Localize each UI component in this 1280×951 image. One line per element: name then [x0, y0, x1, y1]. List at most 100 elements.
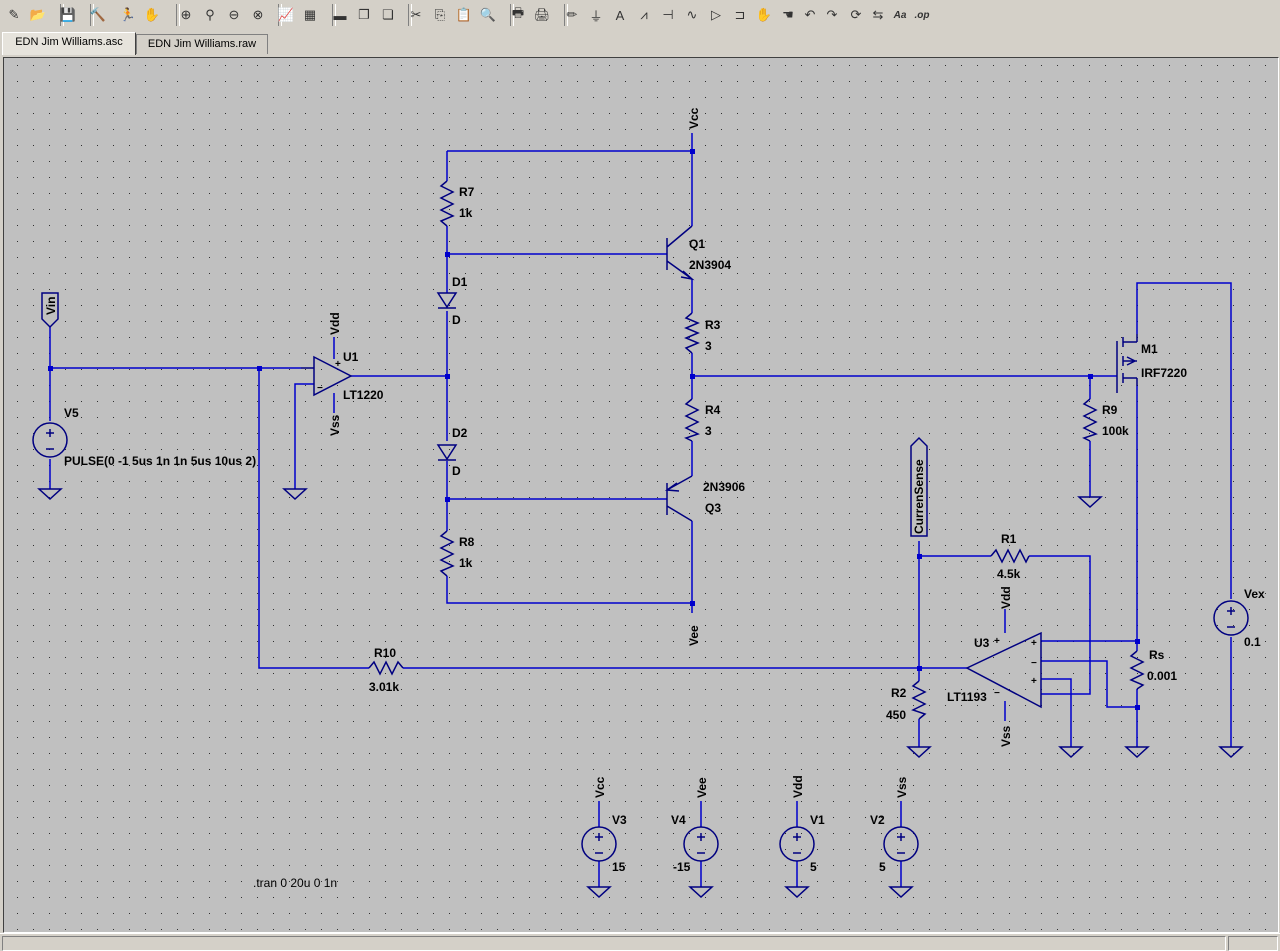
new-schematic-icon[interactable]: ✎: [8, 7, 20, 22]
rotate-icon[interactable]: ⟳: [850, 7, 862, 22]
redo-icon[interactable]: ↷: [826, 7, 838, 22]
label-net-icon[interactable]: A: [615, 7, 625, 23]
u1-plus-mark: +: [335, 359, 341, 370]
q1-npn-transistor[interactable]: [666, 225, 695, 281]
run-icon[interactable]: 🏃: [119, 7, 137, 22]
zoom-in-icon[interactable]: ⊕: [180, 7, 192, 22]
v5-ref: V5: [64, 406, 79, 420]
vdd-u3-label: Vdd: [999, 586, 1013, 609]
toolbar-separator: [564, 4, 568, 26]
tab-raw[interactable]: EDN Jim Williams.raw: [136, 34, 268, 54]
undo-icon[interactable]: ↶: [804, 7, 816, 22]
r10-ref: R10: [374, 646, 396, 660]
tile-vertical-icon[interactable]: ❏: [382, 7, 394, 22]
u3-supply-plus-mark: +: [994, 636, 1000, 647]
r2-ref: R2: [891, 686, 907, 700]
vex-ref: Vex: [1244, 587, 1265, 601]
resistor-icon[interactable]: ⩘: [640, 7, 648, 22]
cut-icon[interactable]: ✂: [410, 7, 422, 22]
d1-diode[interactable]: [436, 292, 458, 309]
r9-resistor[interactable]: [1082, 398, 1098, 442]
u3-ref: U3: [974, 636, 990, 650]
find-icon[interactable]: 🔍: [479, 7, 497, 22]
current-sense-flag[interactable]: [910, 436, 928, 537]
ground-v5: [37, 488, 63, 501]
v2-source-symbol[interactable]: [883, 826, 919, 862]
move-icon[interactable]: ✋: [755, 7, 773, 22]
v2-ref: V2: [870, 813, 885, 827]
ground-icon[interactable]: ⏚: [589, 8, 603, 24]
inductor-icon[interactable]: ∿: [686, 7, 698, 22]
halt-icon[interactable]: ✋: [143, 7, 161, 22]
vex-value: 0.1: [1244, 635, 1261, 649]
r8-resistor[interactable]: [439, 530, 455, 577]
r2-resistor[interactable]: [911, 680, 927, 720]
grid-icon[interactable]: ▦: [303, 7, 317, 22]
spice-directive-icon[interactable]: .op: [914, 9, 930, 21]
junction-dots: [48, 149, 1140, 710]
tab-asc[interactable]: EDN Jim Williams.asc: [2, 32, 136, 55]
control-panel-icon[interactable]: 🔨: [89, 7, 107, 22]
r3-ref: R3: [705, 318, 721, 332]
dot-grid: [4, 58, 1278, 932]
document-tab-bar: EDN Jim Williams.asc EDN Jim Williams.ra…: [0, 32, 1280, 55]
u1-opamp-symbol[interactable]: [313, 355, 353, 397]
diode-icon[interactable]: ▷: [711, 7, 721, 22]
zoom-out-icon[interactable]: ⊖: [228, 7, 240, 22]
v1-value: 5: [810, 860, 817, 874]
zoom-fit-icon[interactable]: ⊗: [252, 7, 264, 22]
vee-v4-label: Vee: [695, 777, 709, 798]
v3-source-symbol[interactable]: [581, 826, 617, 862]
vex-source-symbol[interactable]: [1213, 600, 1249, 636]
r10-resistor[interactable]: [368, 660, 404, 676]
open-icon[interactable]: 📂: [29, 7, 47, 22]
v5-source-symbol[interactable]: [32, 422, 68, 458]
q3-pnp-transistor[interactable]: [664, 475, 693, 522]
rs-resistor[interactable]: [1129, 650, 1145, 690]
toolbar-separator: [510, 4, 514, 26]
r3-value: 3: [705, 339, 712, 353]
toolbar: ✎ 📂 💾 🔨 🏃 ✋ ⊕ ⚲ ⊖ ⊗ 📈 ▦ ▬ ❐ ❏ ✂ ⎘ 📋 🔍 🖶 🖨 ✏ ⏚ A ⩘ ⊣ ∿ ▷ ⊐ ✋ ☚ ↶ ↷ ⟳ ⇆ Aa .op: [0, 0, 1280, 33]
v1-source-symbol[interactable]: [779, 826, 815, 862]
copy-icon[interactable]: ⎘: [434, 7, 446, 22]
toolbar-separator: [278, 4, 282, 26]
vin-label: Vin: [44, 297, 58, 315]
v4-source-symbol[interactable]: [683, 826, 719, 862]
v3-value: 15: [612, 860, 626, 874]
save-icon[interactable]: 💾: [59, 7, 77, 22]
wire-icon[interactable]: ✏: [566, 7, 578, 22]
u1-ref: U1: [343, 350, 359, 364]
mirror-icon[interactable]: ⇆: [872, 7, 884, 22]
vcc-v3-label: Vcc: [593, 776, 607, 798]
ground-v4: [688, 886, 714, 899]
r3-resistor[interactable]: [684, 312, 700, 354]
drag-icon[interactable]: ☚: [782, 7, 794, 22]
v5-polarity-marks: [46, 429, 54, 450]
pan-icon[interactable]: ⚲: [205, 7, 215, 22]
capacitor-icon[interactable]: ⊣: [662, 7, 674, 22]
r4-value: 3: [705, 424, 712, 438]
q3-ref: Q3: [705, 501, 721, 515]
component-icon[interactable]: ⊐: [734, 7, 746, 22]
d2-diode[interactable]: [436, 444, 458, 461]
current-sense-label: CurrenSense: [912, 459, 926, 534]
rs-ref: Rs: [1149, 648, 1165, 662]
r4-resistor[interactable]: [684, 398, 700, 442]
r1-resistor[interactable]: [990, 548, 1030, 564]
schematic-canvas[interactable]: + − + − + + − Vin Vcc Vee Vdd Vss Vdd Vs…: [3, 57, 1279, 933]
v4-value: -15: [673, 860, 691, 874]
v2-value: 5: [879, 860, 886, 874]
tile-horizontal-icon[interactable]: ▬: [333, 7, 347, 23]
schematic-drawing[interactable]: + − + − + + − Vin Vcc Vee Vdd Vss Vdd Vs…: [4, 58, 1278, 932]
u3-opamp-symbol[interactable]: [965, 631, 1042, 709]
autorange-icon[interactable]: 📈: [277, 7, 295, 22]
vin-flag[interactable]: [41, 292, 59, 329]
paste-icon[interactable]: 📋: [455, 7, 473, 22]
print-preview-icon[interactable]: 🖶: [511, 5, 525, 20]
text-icon[interactable]: Aa: [893, 9, 907, 21]
m1-mosfet[interactable]: [1116, 334, 1138, 393]
spice-directive[interactable]: .tran 0 20u 0 1n: [253, 876, 337, 890]
r7-resistor[interactable]: [439, 180, 455, 227]
cascade-icon[interactable]: ❐: [358, 7, 370, 22]
print-icon[interactable]: 🖨: [533, 7, 551, 22]
